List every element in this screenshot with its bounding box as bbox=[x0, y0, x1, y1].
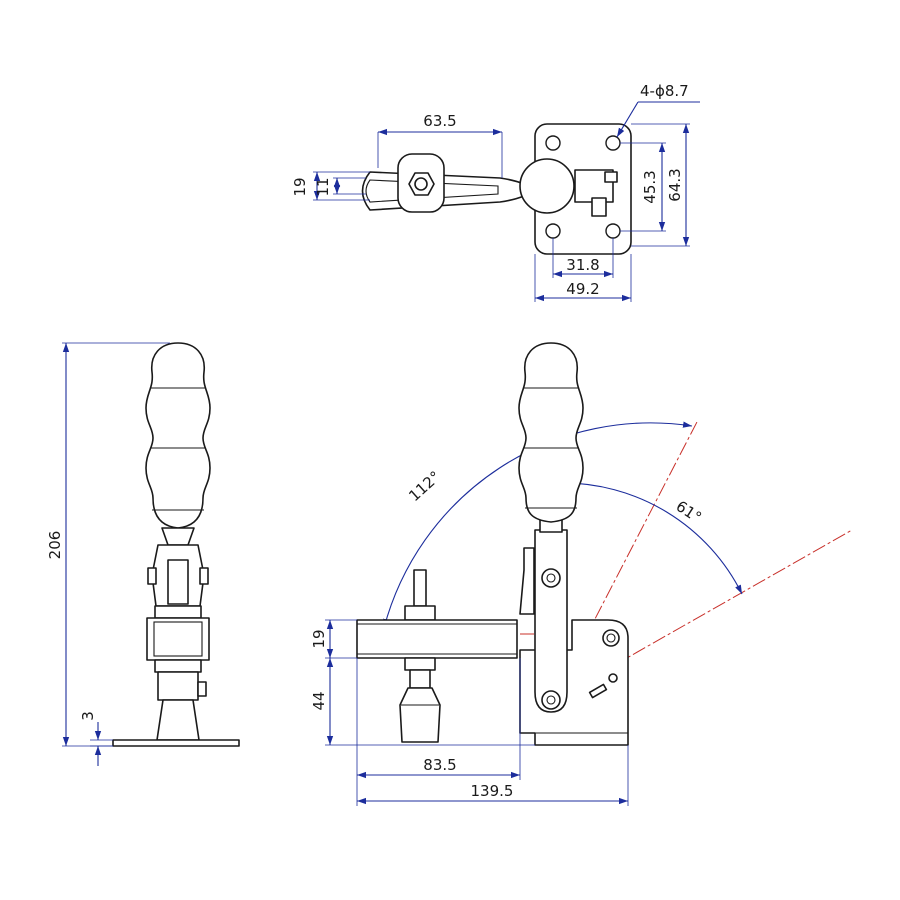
top-hole-bl bbox=[545, 223, 561, 239]
top-view: 63.5 19 11 4-ϕ8.7 45.3 64.3 31.8 49.2 bbox=[291, 82, 700, 302]
dim-text-139.5: 139.5 bbox=[471, 782, 514, 800]
top-hole-br bbox=[605, 223, 621, 239]
top-spindle bbox=[414, 177, 428, 191]
arc-61 bbox=[559, 479, 743, 595]
left-handle-neck bbox=[161, 527, 195, 546]
dim-text-11: 11 bbox=[314, 177, 332, 196]
right-spindle-rod bbox=[413, 569, 427, 607]
top-handle-knob bbox=[519, 158, 575, 214]
right-view: 112° 61° bbox=[310, 342, 853, 806]
dim-text-49.2: 49.2 bbox=[566, 280, 599, 298]
left-spindle-tip bbox=[156, 699, 200, 741]
left-base-plate bbox=[112, 739, 240, 747]
dim-text-64.3: 64.3 bbox=[666, 168, 684, 201]
right-handle-grip bbox=[518, 342, 584, 523]
right-spindle-nut-top bbox=[404, 605, 436, 621]
left-view: 206 3 bbox=[46, 342, 240, 766]
right-spindle-body bbox=[409, 669, 431, 689]
dim-text-61: 61° bbox=[673, 497, 705, 527]
dim-text-45.3: 45.3 bbox=[641, 170, 659, 203]
dim-text-83.5: 83.5 bbox=[423, 756, 456, 774]
right-spindle-tip bbox=[399, 687, 441, 743]
dim-text-112: 112° bbox=[405, 468, 444, 506]
arc-112 bbox=[383, 421, 693, 629]
right-base-pivot bbox=[602, 629, 620, 647]
top-pivot-tab bbox=[591, 197, 607, 217]
dim-text-44: 44 bbox=[310, 691, 328, 710]
top-hole-tr bbox=[605, 135, 621, 151]
left-body-tab bbox=[197, 681, 207, 697]
left-linkage-side-l bbox=[147, 567, 157, 585]
right-spindle-nut-bottom bbox=[404, 657, 436, 671]
left-nut-lower bbox=[154, 659, 202, 673]
left-handle-grip bbox=[145, 342, 211, 529]
right-link-bar bbox=[519, 547, 535, 615]
dim-text-hole-callout: 4-ϕ8.7 bbox=[640, 82, 689, 100]
dim-text-31.8: 31.8 bbox=[566, 256, 599, 274]
right-small-hole bbox=[608, 673, 618, 683]
dim-text-3: 3 bbox=[79, 711, 97, 721]
dim-text-63.5: 63.5 bbox=[423, 112, 456, 130]
left-body bbox=[157, 671, 199, 701]
right-slot bbox=[588, 683, 608, 699]
right-lower-pivot bbox=[541, 690, 561, 710]
left-nut-upper bbox=[154, 605, 202, 619]
top-hole-tl bbox=[545, 135, 561, 151]
right-arm bbox=[356, 619, 518, 659]
left-arm-block bbox=[146, 617, 210, 661]
right-handle-bar bbox=[534, 529, 568, 713]
dim-text-206: 206 bbox=[46, 531, 64, 560]
top-pivot-cap bbox=[604, 171, 618, 183]
dim-text-19-top: 19 bbox=[291, 177, 309, 196]
top-arm-slot bbox=[365, 179, 499, 203]
left-linkage-pin bbox=[167, 559, 189, 605]
dim-text-19-side: 19 bbox=[310, 629, 328, 648]
right-handle-pivot bbox=[541, 568, 561, 588]
left-linkage-side-r bbox=[199, 567, 209, 585]
